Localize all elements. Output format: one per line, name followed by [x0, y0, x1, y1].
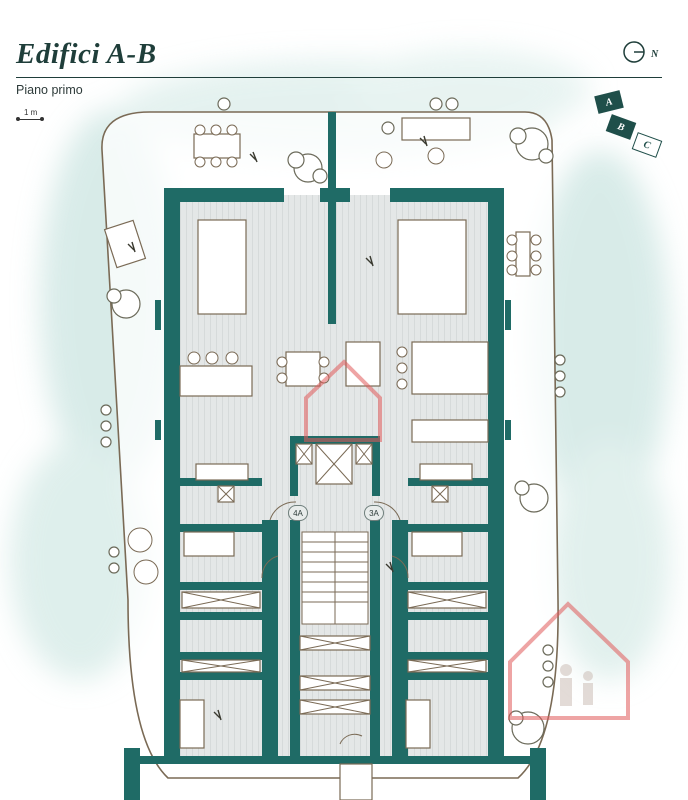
unit-label-4a: 4A	[288, 505, 308, 521]
page-title: Edifici A-B	[16, 38, 157, 70]
compass-icon	[623, 41, 645, 63]
walls	[124, 112, 546, 800]
title-rule	[16, 77, 662, 78]
scale-line	[18, 119, 42, 120]
tree-icon	[100, 97, 566, 745]
stair-icon	[301, 531, 369, 625]
scale-dot-left	[16, 117, 20, 121]
compass-north-label: N	[651, 49, 659, 60]
compass: N	[622, 40, 662, 66]
scale-label: 1 m	[24, 108, 38, 117]
scale-bar: 1 m	[16, 108, 46, 124]
unit-label-3a: 3A	[364, 505, 384, 521]
scale-dot-right	[40, 117, 44, 121]
floor-subtitle: Piano primo	[16, 83, 83, 97]
watermark-house-icon	[304, 359, 630, 720]
